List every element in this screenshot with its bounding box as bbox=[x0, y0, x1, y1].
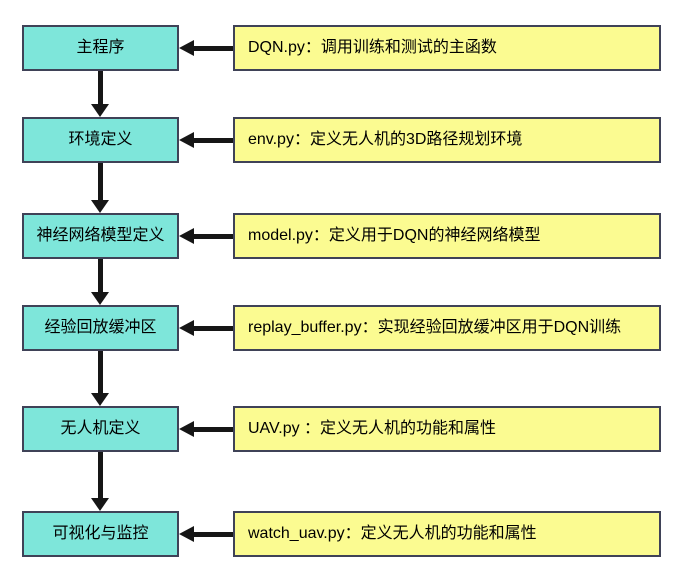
file-box: UAV.py ：定义无人机的功能和属性 bbox=[233, 406, 661, 452]
flowchart-row: 可视化与监控 watch_uav.py：定义无人机的功能和属性 bbox=[0, 511, 679, 557]
down-arrowhead-icon bbox=[91, 104, 109, 117]
flowchart-row: 环境定义 env.py：定义无人机的3D路径规划环境 bbox=[0, 117, 679, 163]
left-arrow-connector bbox=[179, 319, 233, 337]
flowchart-row: 无人机定义 UAV.py ：定义无人机的功能和属性 bbox=[0, 406, 679, 452]
arrow-shaft bbox=[97, 259, 103, 293]
module-label: 神经网络模型定义 bbox=[36, 227, 165, 244]
arrow-shaft bbox=[97, 163, 103, 201]
module-box: 经验回放缓冲区 bbox=[22, 305, 179, 351]
arrow-shaft bbox=[97, 452, 103, 499]
file-box: DQN.py：调用训练和测试的主函数 bbox=[233, 25, 661, 71]
module-label: 经验回放缓冲区 bbox=[44, 319, 157, 336]
file-description: watch_uav.py：定义无人机的功能和属性 bbox=[248, 525, 537, 542]
down-arrowhead-icon bbox=[91, 498, 109, 511]
file-description: model.py：定义用于DQN的神经网络模型 bbox=[248, 227, 541, 244]
arrow-shaft bbox=[97, 351, 103, 394]
module-box: 主程序 bbox=[22, 25, 179, 71]
down-arrow-connector bbox=[91, 71, 109, 117]
left-arrow-connector bbox=[179, 131, 233, 149]
file-box: watch_uav.py：定义无人机的功能和属性 bbox=[233, 511, 661, 557]
module-label: 可视化与监控 bbox=[52, 525, 149, 542]
left-arrowhead-icon bbox=[179, 228, 194, 244]
down-arrowhead-icon bbox=[91, 200, 109, 213]
down-arrow-connector bbox=[91, 259, 109, 305]
flowchart-row: 神经网络模型定义 model.py：定义用于DQN的神经网络模型 bbox=[0, 213, 679, 259]
left-arrow-connector bbox=[179, 227, 233, 245]
down-arrowhead-icon bbox=[91, 292, 109, 305]
left-arrowhead-icon bbox=[179, 526, 194, 542]
module-label: 环境定义 bbox=[68, 131, 133, 148]
file-box: replay_buffer.py：实现经验回放缓冲区用于DQN训练 bbox=[233, 305, 661, 351]
left-arrow-connector bbox=[179, 39, 233, 57]
down-arrowhead-icon bbox=[91, 393, 109, 406]
flowchart-row: 经验回放缓冲区 replay_buffer.py：实现经验回放缓冲区用于DQN训… bbox=[0, 305, 679, 351]
file-description: replay_buffer.py：实现经验回放缓冲区用于DQN训练 bbox=[248, 319, 622, 336]
arrow-shaft bbox=[192, 426, 233, 432]
file-box: model.py：定义用于DQN的神经网络模型 bbox=[233, 213, 661, 259]
file-description: UAV.py ：定义无人机的功能和属性 bbox=[248, 420, 497, 437]
arrow-shaft bbox=[192, 325, 233, 331]
left-arrowhead-icon bbox=[179, 421, 194, 437]
file-description: env.py：定义无人机的3D路径规划环境 bbox=[248, 131, 523, 148]
file-description: DQN.py：调用训练和测试的主函数 bbox=[248, 39, 497, 56]
left-arrowhead-icon bbox=[179, 40, 194, 56]
down-arrow-connector bbox=[91, 351, 109, 406]
left-arrowhead-icon bbox=[179, 320, 194, 336]
module-label: 主程序 bbox=[76, 39, 125, 56]
module-label: 无人机定义 bbox=[60, 420, 141, 437]
arrow-shaft bbox=[192, 45, 233, 51]
file-box: env.py：定义无人机的3D路径规划环境 bbox=[233, 117, 661, 163]
arrow-shaft bbox=[192, 137, 233, 143]
module-box: 神经网络模型定义 bbox=[22, 213, 179, 259]
left-arrow-connector bbox=[179, 525, 233, 543]
arrow-shaft bbox=[192, 531, 233, 537]
module-box: 环境定义 bbox=[22, 117, 179, 163]
arrow-shaft bbox=[192, 233, 233, 239]
down-arrow-connector bbox=[91, 452, 109, 511]
module-box: 可视化与监控 bbox=[22, 511, 179, 557]
left-arrowhead-icon bbox=[179, 132, 194, 148]
flowchart-row: 主程序 DQN.py：调用训练和测试的主函数 bbox=[0, 25, 679, 71]
left-arrow-connector bbox=[179, 420, 233, 438]
module-box: 无人机定义 bbox=[22, 406, 179, 452]
arrow-shaft bbox=[97, 71, 103, 105]
down-arrow-connector bbox=[91, 163, 109, 213]
